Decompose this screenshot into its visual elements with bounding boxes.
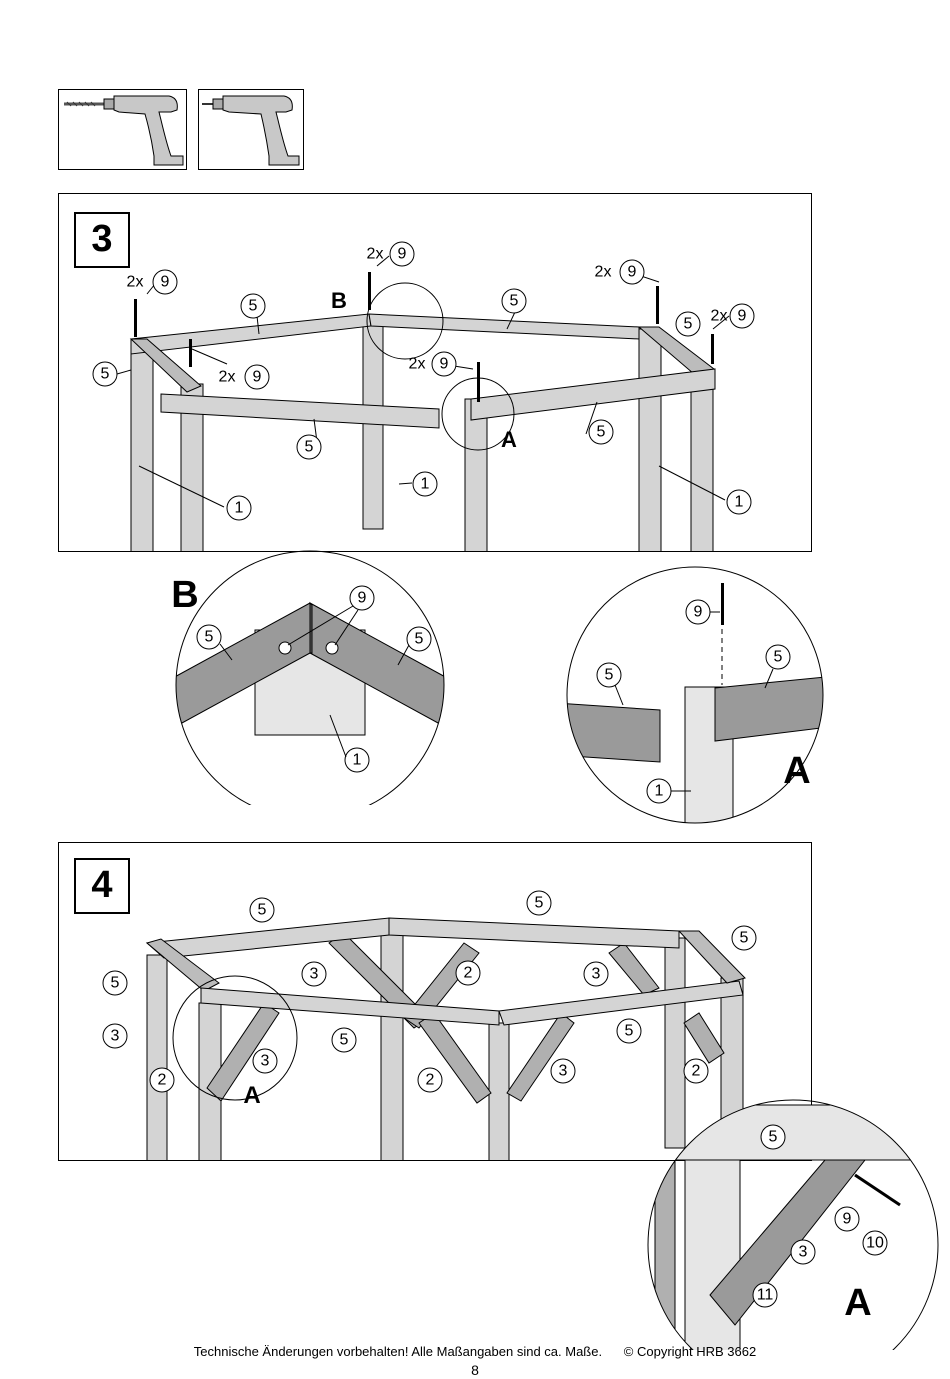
page-number: 8 — [471, 1362, 479, 1378]
step-number-4: 4 — [74, 858, 130, 914]
footer-copyright: © Copyright HRB 3662 — [623, 1344, 757, 1359]
qty-label: 2x — [219, 369, 236, 386]
detail-title-a: A — [844, 1282, 871, 1324]
part-label-1: 1 — [421, 476, 430, 493]
part-label-5: 5 — [249, 298, 258, 315]
detail-marker-a: A — [501, 427, 517, 452]
part-label-3: 3 — [559, 1063, 568, 1080]
part-label-5: 5 — [415, 631, 424, 648]
part-label-3: 3 — [111, 1028, 120, 1045]
qty-label: 2x — [367, 246, 384, 263]
part-label-2: 2 — [426, 1072, 435, 1089]
part-label-1: 1 — [735, 494, 744, 511]
qty-label: 2x — [409, 356, 426, 373]
part-label-3: 3 — [310, 966, 319, 983]
drill-tool-box — [58, 89, 187, 170]
part-label-9: 9 — [440, 356, 449, 373]
part-label-3: 3 — [592, 966, 601, 983]
part-label-5: 5 — [684, 316, 693, 333]
part-label-5: 5 — [740, 930, 749, 947]
screwdriver-icon — [202, 95, 300, 166]
part-label-5: 5 — [625, 1023, 634, 1040]
footer: Technische Änderungen vorbehalten! Alle … — [0, 1344, 950, 1359]
step-4-illustration: 5 5 5 5 5 5 3 3 3 3 3 2 2 2 2 A — [102, 890, 757, 1160]
step-4-panel: 5 5 5 5 5 5 3 3 3 3 3 2 2 2 2 A — [58, 842, 812, 1161]
step-number-3: 3 — [74, 212, 130, 268]
detail-marker-b: B — [331, 288, 347, 313]
part-label-9: 9 — [253, 369, 262, 386]
part-label-5: 5 — [101, 366, 110, 383]
part-label-9: 9 — [398, 246, 407, 263]
part-label-5: 5 — [769, 1129, 778, 1146]
part-label-5: 5 — [774, 649, 783, 666]
part-label-9: 9 — [161, 274, 170, 291]
drill-icon — [64, 95, 184, 166]
part-label-10: 10 — [866, 1235, 884, 1252]
part-label-3: 3 — [799, 1244, 808, 1261]
part-label-11: 11 — [757, 1287, 774, 1304]
detail-a-step4-illustration: 5 3 9 10 11 A — [647, 1099, 939, 1350]
part-label-2: 2 — [464, 965, 473, 982]
part-label-9: 9 — [628, 264, 637, 281]
detail-marker-a: A — [243, 1082, 260, 1109]
part-label-2: 2 — [692, 1063, 701, 1080]
detail-title-a: A — [783, 750, 810, 792]
part-label-5: 5 — [305, 439, 314, 456]
footer-disclaimer: Technische Änderungen vorbehalten! Alle … — [193, 1344, 603, 1359]
qty-label: 2x — [711, 308, 728, 325]
detail-title-b: B — [171, 574, 198, 616]
part-label-5: 5 — [205, 629, 214, 646]
part-label-9: 9 — [738, 308, 747, 325]
part-label-5: 5 — [340, 1032, 349, 1049]
part-label-5: 5 — [510, 293, 519, 310]
part-label-9: 9 — [694, 604, 703, 621]
qty-label: 2x — [127, 274, 144, 291]
part-label-1: 1 — [353, 752, 362, 769]
part-label-5: 5 — [605, 667, 614, 684]
part-label-1: 1 — [655, 783, 664, 800]
part-label-5: 5 — [111, 975, 120, 992]
step-3-panel: 2x 9 2x 9 2x 9 2x 9 2x 9 2x 9 5 5 5 5 5 … — [58, 193, 812, 552]
detail-a-illustration: 9 5 5 1 A — [566, 566, 824, 824]
part-label-5: 5 — [258, 902, 267, 919]
part-label-5: 5 — [535, 895, 544, 912]
screwdriver-tool-box — [198, 89, 304, 170]
part-label-2: 2 — [158, 1072, 167, 1089]
step-3-illustration: 2x 9 2x 9 2x 9 2x 9 2x 9 2x 9 5 5 5 5 5 … — [92, 241, 755, 551]
part-label-3: 3 — [261, 1053, 270, 1070]
part-label-9: 9 — [358, 590, 367, 607]
detail-b-illustration: B 9 5 5 1 — [171, 550, 445, 805]
part-label-1: 1 — [235, 500, 244, 517]
qty-label: 2x — [595, 264, 612, 281]
part-label-5: 5 — [597, 424, 606, 441]
part-label-9: 9 — [843, 1211, 852, 1228]
